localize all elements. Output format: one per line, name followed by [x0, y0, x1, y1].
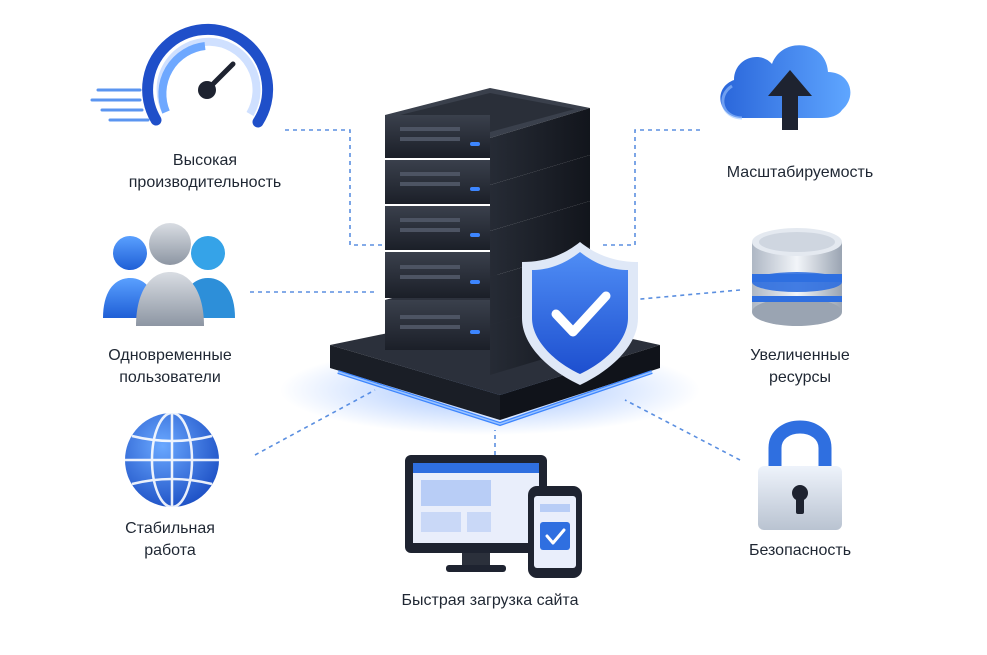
- label-users: Одновременные пользователи: [55, 345, 285, 389]
- label-users-line2: пользователи: [119, 369, 221, 386]
- label-stable-line1: Стабильная: [125, 520, 215, 537]
- label-stable-line2: работа: [144, 542, 196, 559]
- server-unit-1: [385, 88, 590, 185]
- connector-resources: [629, 289, 741, 301]
- label-performance: Высокая производительность: [80, 150, 330, 194]
- label-scalability-line1: Масштабируемость: [726, 164, 874, 181]
- devices-icon: [405, 455, 582, 578]
- users-group-icon: [103, 223, 235, 326]
- server-unit-2: [385, 155, 590, 231]
- globe-icon: [125, 411, 219, 509]
- server-unit-3: [385, 201, 590, 277]
- label-security: Безопасность: [715, 540, 885, 562]
- label-users-line1: Одновременные: [108, 347, 232, 364]
- shield-check-icon: [522, 242, 638, 385]
- label-resources: Увеличенные ресурсы: [715, 345, 885, 389]
- label-scalability: Масштабируемость: [695, 162, 905, 184]
- label-performance-line1: Высокая: [172, 152, 238, 169]
- padlock-icon: [758, 420, 842, 530]
- label-stable: Стабильная работа: [80, 518, 260, 562]
- database-icon: [752, 228, 842, 326]
- label-performance-line2: производительность: [128, 174, 282, 191]
- connector-performance: [285, 129, 385, 246]
- cloud-upload-icon: [720, 45, 851, 130]
- speedometer-icon: [90, 23, 274, 128]
- connector-security: [624, 399, 741, 461]
- label-fastload-line1: Быстрая загрузка сайта: [401, 592, 579, 609]
- label-security-line1: Безопасность: [748, 542, 852, 559]
- server-rack-icon: [280, 88, 700, 435]
- label-resources-line1: Увеличенные: [750, 347, 850, 364]
- label-fastload: Быстрая загрузка сайта: [370, 590, 610, 612]
- label-resources-line2: ресурсы: [768, 369, 831, 386]
- connector-scalability: [600, 129, 700, 246]
